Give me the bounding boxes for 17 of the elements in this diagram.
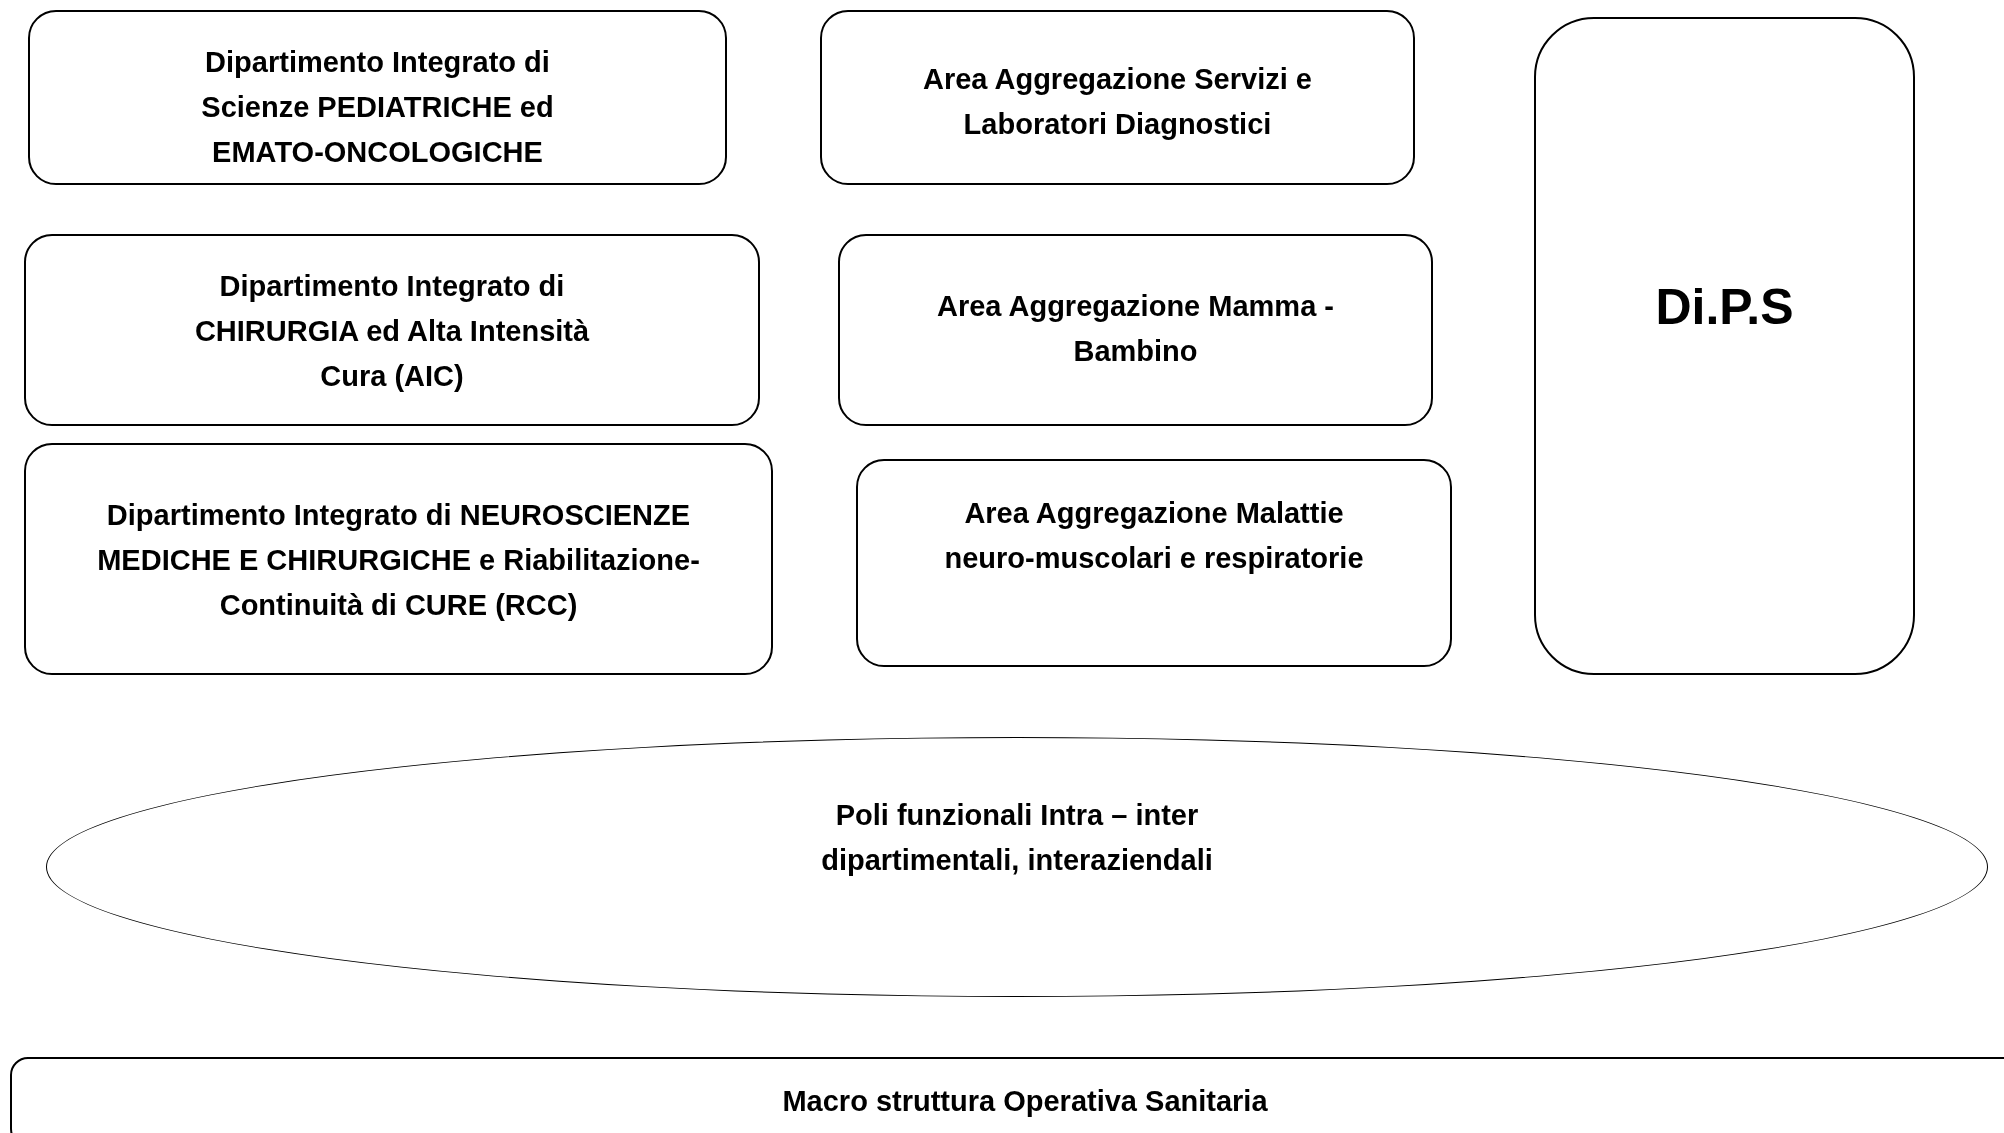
node-label: Dipartimento Integrato di NEUROSCIENZE MEDICHE E CHIRURGICHE e Riabilitazione-Continuità di CURE (RCC) — [96, 498, 701, 623]
department-box — [24, 234, 760, 426]
area-box — [820, 10, 1415, 185]
node-label: Dipartimento Integrato di Scienze PEDIATRICHE ed EMATO-ONCOLOGICHE — [200, 45, 555, 170]
node-label: Di.P.S — [1654, 278, 1795, 337]
node-label: Dipartimento Integrato di CHIRURGIA ed Alta Intensità Cura (AIC) — [193, 269, 591, 394]
node-label: Macro struttura Operativa Sanitaria — [781, 1084, 1269, 1119]
department-box — [24, 443, 773, 675]
node-label: Area Aggregazione Servizi e Laboratori Diagnostici — [922, 62, 1313, 142]
area-box — [856, 459, 1452, 667]
area-box — [838, 234, 1433, 426]
node-label: Area Aggregazione Mamma - Bambino — [936, 289, 1335, 369]
macro-structure-box — [10, 1057, 2004, 1133]
node-label: Poli funzionali Intra – inter dipartimentali, interaziendali — [820, 798, 1214, 878]
department-box — [1534, 17, 1915, 675]
node-label: Area Aggregazione Malattie neuro-muscolari e respiratorie — [943, 496, 1365, 576]
department-box — [28, 10, 727, 185]
